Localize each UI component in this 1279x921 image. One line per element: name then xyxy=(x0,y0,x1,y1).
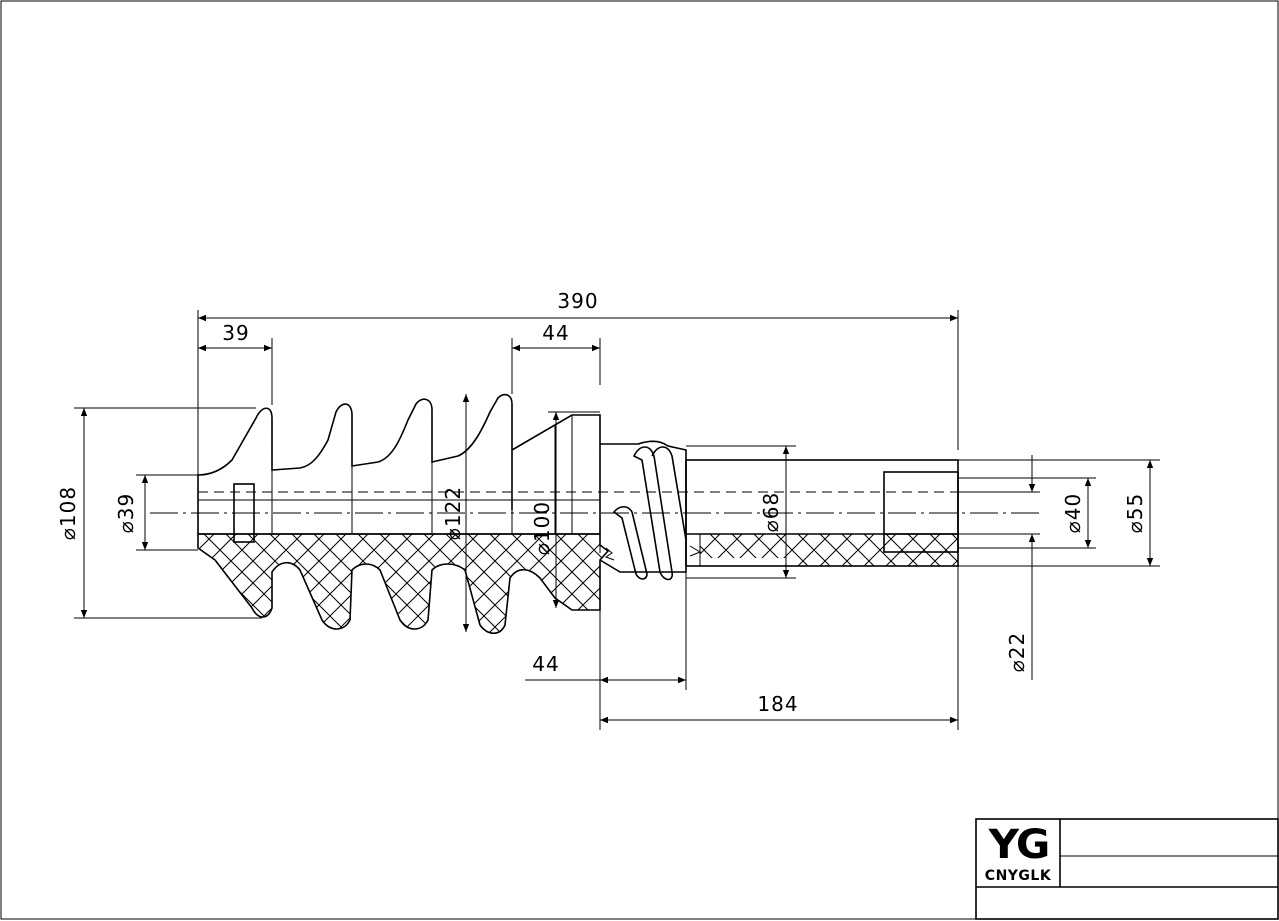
dim-overall-length: 390 xyxy=(557,289,598,313)
company-logo: YG CNYGLK xyxy=(978,821,1058,887)
lower-section-hatch xyxy=(197,533,610,635)
dim-dia-68: ⌀68 xyxy=(759,492,783,533)
dim-dia-108: ⌀108 xyxy=(56,486,80,540)
title-block xyxy=(975,818,1279,920)
dim-dia-55: ⌀55 xyxy=(1123,493,1147,534)
logo-mark: YG xyxy=(988,822,1051,868)
thread-section xyxy=(599,440,702,581)
dim-dia-39: ⌀39 xyxy=(114,493,138,534)
dim-bottom-pitch: 44 xyxy=(532,652,559,676)
dim-flange-length: 39 xyxy=(222,321,249,345)
dim-shaft-length: 184 xyxy=(757,692,798,716)
dimensions: 390 39 44 44 184 ⌀108 ⌀39 ⌀122 ⌀100 xyxy=(56,289,1160,730)
logo-text: CNYGLK xyxy=(984,868,1052,884)
dim-dia-100: ⌀100 xyxy=(530,501,554,555)
shaft-hatch xyxy=(700,534,958,566)
insulator-body xyxy=(197,393,610,635)
dim-dia-40: ⌀40 xyxy=(1061,493,1085,534)
dim-dia-22: ⌀22 xyxy=(1005,632,1029,673)
upper-shoulder xyxy=(511,414,601,534)
dim-dia-122: ⌀122 xyxy=(441,486,465,540)
dim-top-pitch: 44 xyxy=(542,321,569,345)
